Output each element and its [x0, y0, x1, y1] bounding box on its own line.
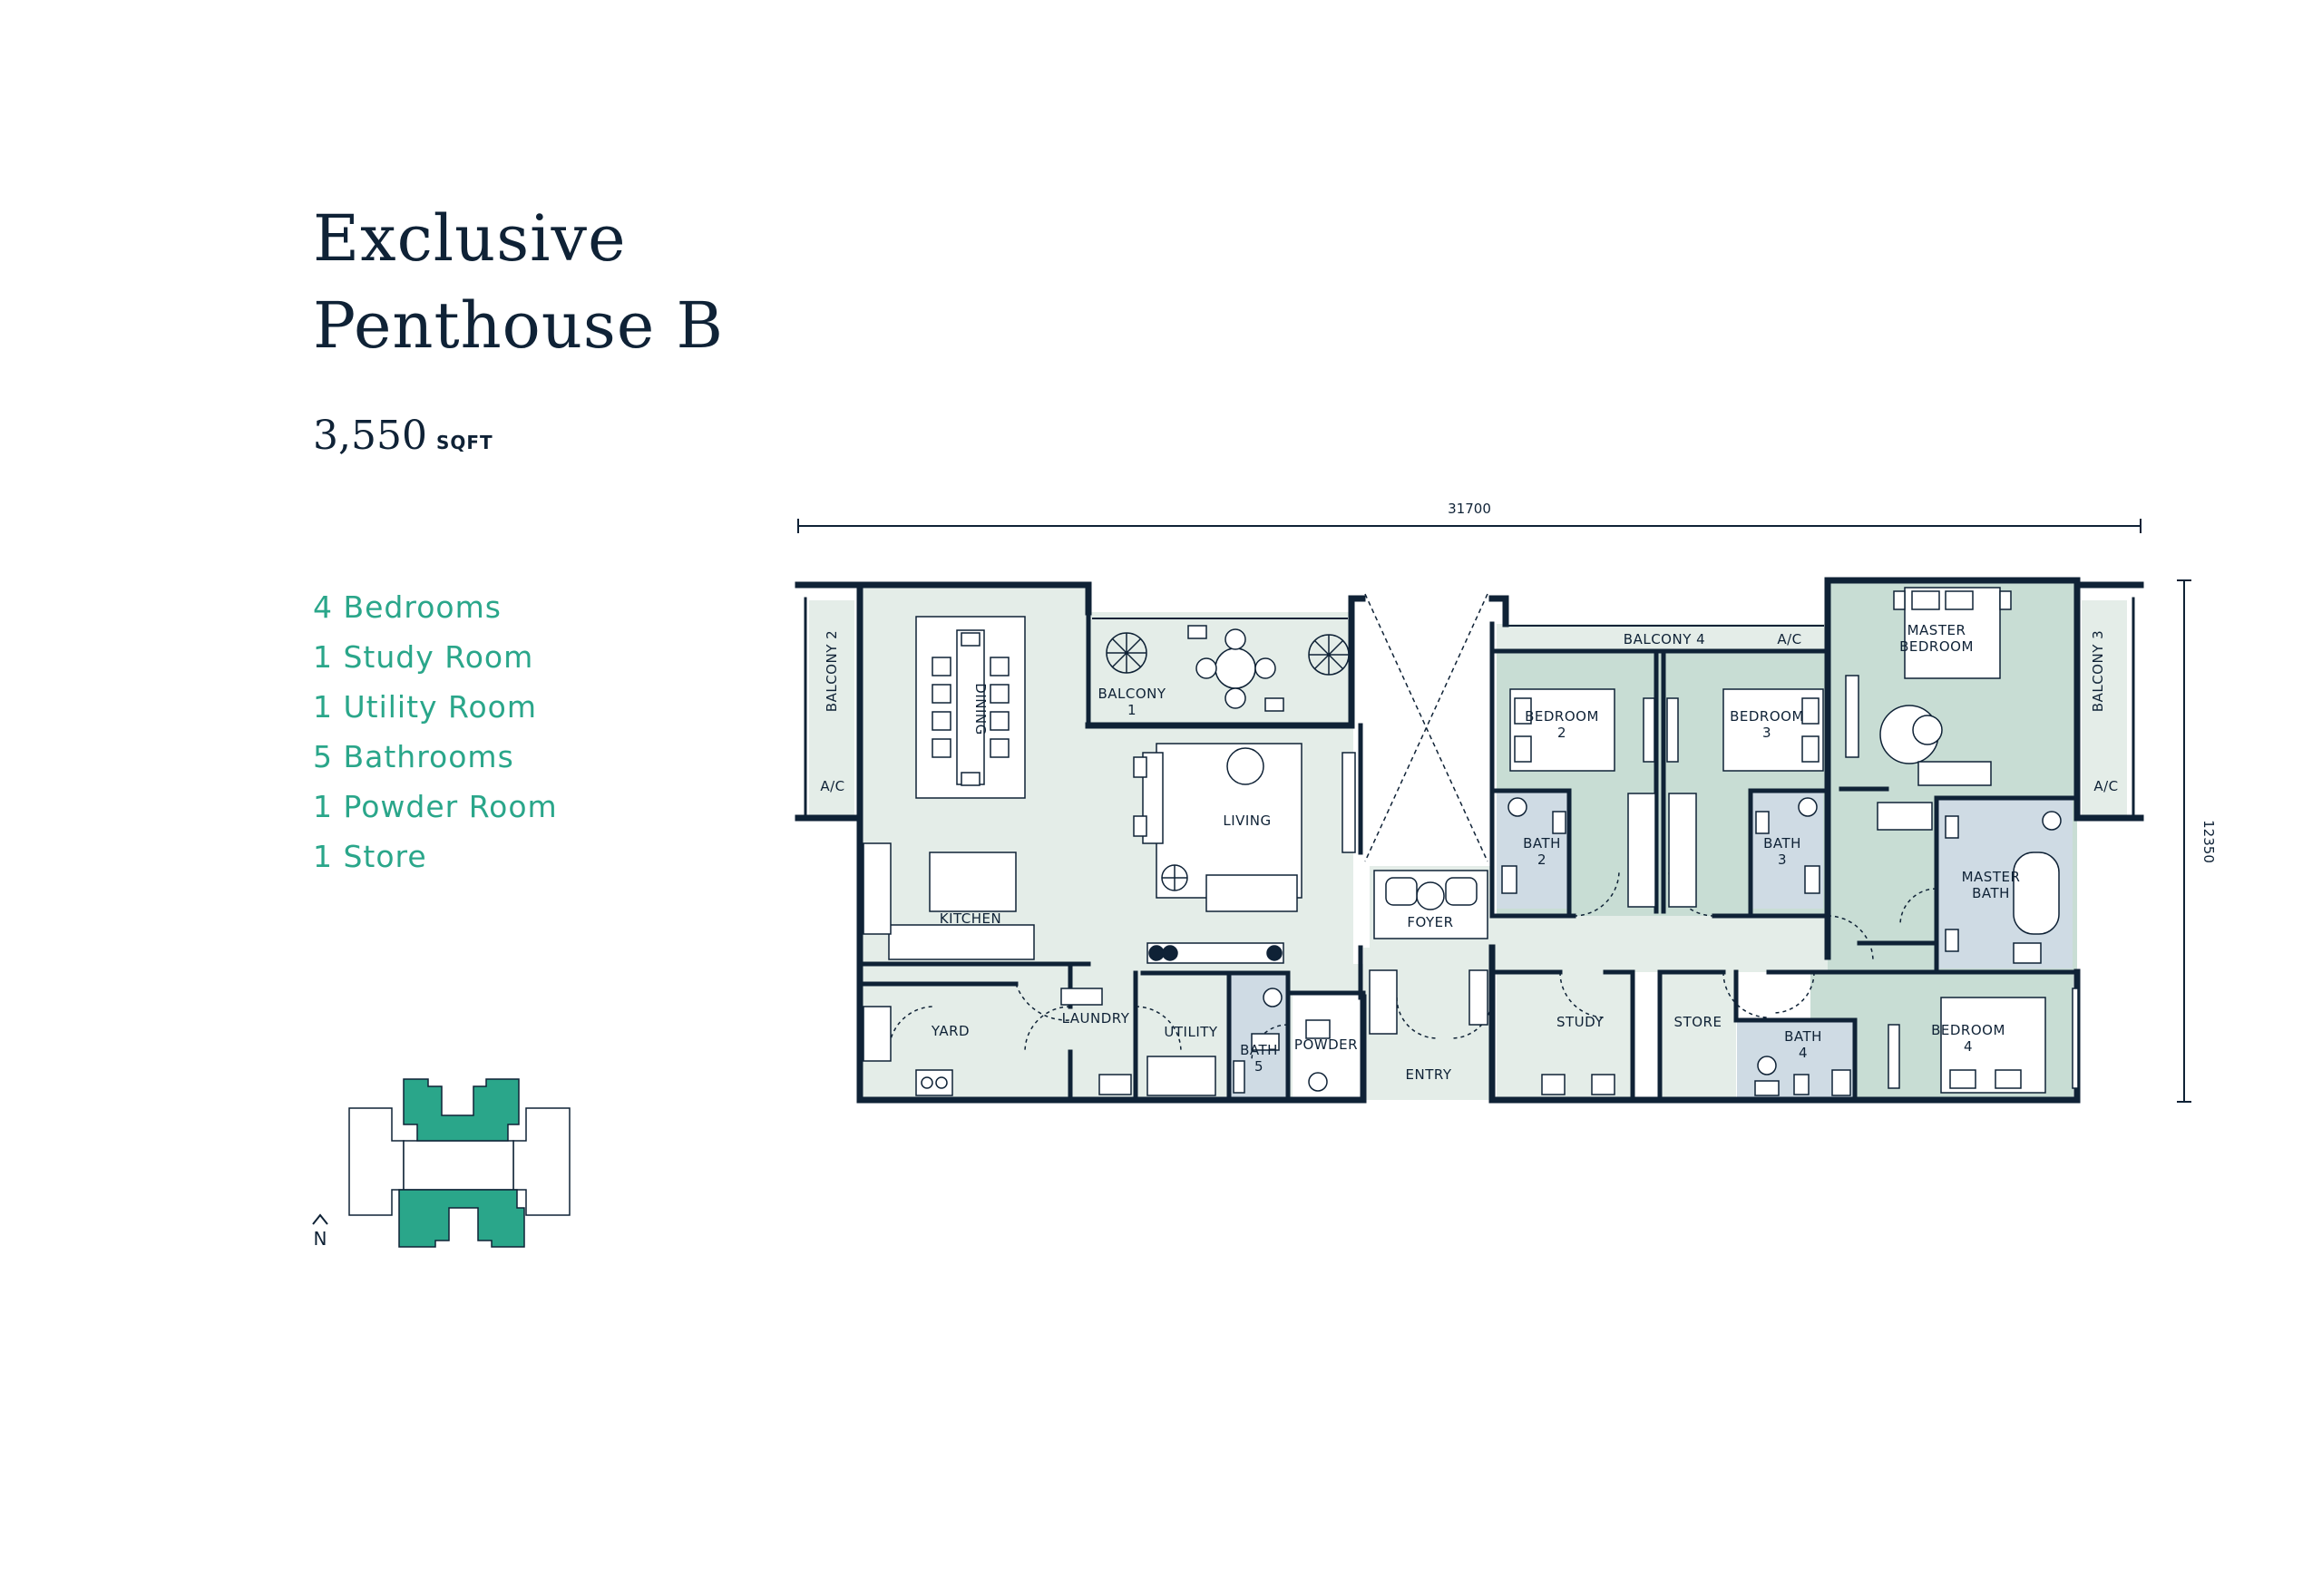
label-bedroom2-line1: BEDROOM	[1525, 708, 1599, 725]
label-ac-mid: A/C	[1777, 631, 1801, 647]
room-labels: BALCONY 2 A/C DINING BALCONY 1 LIVING KI…	[820, 622, 2118, 1083]
label-utility: UTILITY	[1164, 1024, 1218, 1040]
plant-icon	[1106, 632, 1147, 674]
title-line-2: Penthouse B	[313, 288, 724, 363]
fill-balcony3	[2082, 600, 2127, 818]
label-bath3-line2: 3	[1778, 852, 1787, 868]
fill-hallway	[1492, 916, 1832, 972]
label-bath5-line1: BATH	[1240, 1042, 1278, 1058]
feature-powder: 1 Powder Room	[313, 789, 558, 824]
label-master-bath-line2: BATH	[1972, 885, 2010, 901]
feature-store: 1 Store	[313, 839, 427, 874]
label-laundry: LAUNDRY	[1062, 1010, 1130, 1027]
label-entry: ENTRY	[1406, 1066, 1452, 1083]
feature-bedrooms: 4 Bedrooms	[313, 589, 502, 625]
feature-bathrooms: 5 Bathrooms	[313, 739, 514, 774]
label-balcony1-line1: BALCONY	[1098, 686, 1166, 702]
label-bath3-line1: BATH	[1763, 835, 1801, 852]
label-balcony1-line2: 1	[1127, 702, 1137, 718]
label-ac-right: A/C	[2093, 778, 2118, 794]
depth-dimension: 12350	[2200, 820, 2217, 863]
label-master-bedroom-line2: BEDROOM	[1899, 638, 1974, 655]
label-study: STUDY	[1556, 1014, 1604, 1030]
furniture	[863, 587, 2079, 1096]
label-bedroom3-line1: BEDROOM	[1730, 708, 1804, 725]
label-bedroom2-line2: 2	[1557, 725, 1566, 741]
label-store: STORE	[1674, 1014, 1722, 1030]
north-label: N	[314, 1228, 327, 1250]
label-master-bath-line1: MASTER	[1962, 869, 2021, 885]
walls	[795, 577, 2144, 1104]
fill-store	[1660, 972, 1736, 1100]
fill-balcony2	[809, 600, 854, 818]
feature-study: 1 Study Room	[313, 639, 534, 675]
plan-title: Exclusive Penthouse B	[313, 195, 724, 369]
label-balcony2: BALCONY 2	[824, 630, 840, 712]
label-balcony4: BALCONY 4	[1624, 631, 1705, 647]
label-yard: YARD	[931, 1023, 970, 1039]
width-dimension: 31700	[1448, 501, 1491, 517]
label-bedroom3-line2: 3	[1762, 725, 1771, 741]
label-bath2-line1: BATH	[1523, 835, 1561, 852]
area-unit: SQFT	[435, 432, 493, 453]
label-foyer: FOYER	[1407, 914, 1453, 930]
label-dining: DINING	[972, 683, 989, 735]
key-plan: N	[312, 1078, 571, 1250]
floor-area: 3,550 SQFT	[313, 413, 493, 459]
label-bedroom4-line1: BEDROOM	[1931, 1022, 2005, 1038]
label-bath5-line2: 5	[1254, 1058, 1263, 1075]
label-master-bedroom-line1: MASTER	[1907, 622, 1966, 638]
void-x	[1364, 593, 1488, 862]
feature-utility: 1 Utility Room	[313, 689, 538, 725]
label-balcony3: BALCONY 3	[2090, 630, 2106, 712]
key-plan-outline	[348, 1107, 571, 1216]
label-bath4-line2: 4	[1799, 1045, 1808, 1061]
dimension-lines	[797, 519, 2191, 1103]
label-kitchen: KITCHEN	[940, 910, 1002, 927]
fill-balcony4	[1497, 624, 1827, 651]
label-bath4-line1: BATH	[1784, 1028, 1822, 1045]
key-plan-unit-bottom	[398, 1189, 525, 1248]
feature-list: 4 Bedrooms 1 Study Room 1 Utility Room 5…	[313, 582, 558, 881]
area-value: 3,550	[313, 413, 427, 459]
label-bedroom4-line2: 4	[1964, 1038, 1973, 1055]
title-line-1: Exclusive	[313, 201, 627, 276]
label-ac-left: A/C	[820, 778, 844, 794]
fill-powder	[1293, 993, 1363, 1100]
key-plan-unit-top	[403, 1078, 520, 1142]
label-bath2-line2: 2	[1537, 852, 1546, 868]
plant-icon	[1308, 634, 1350, 676]
label-living: LIVING	[1223, 813, 1271, 829]
north-arrow-icon	[312, 1213, 328, 1225]
label-powder: POWDER	[1294, 1036, 1358, 1053]
